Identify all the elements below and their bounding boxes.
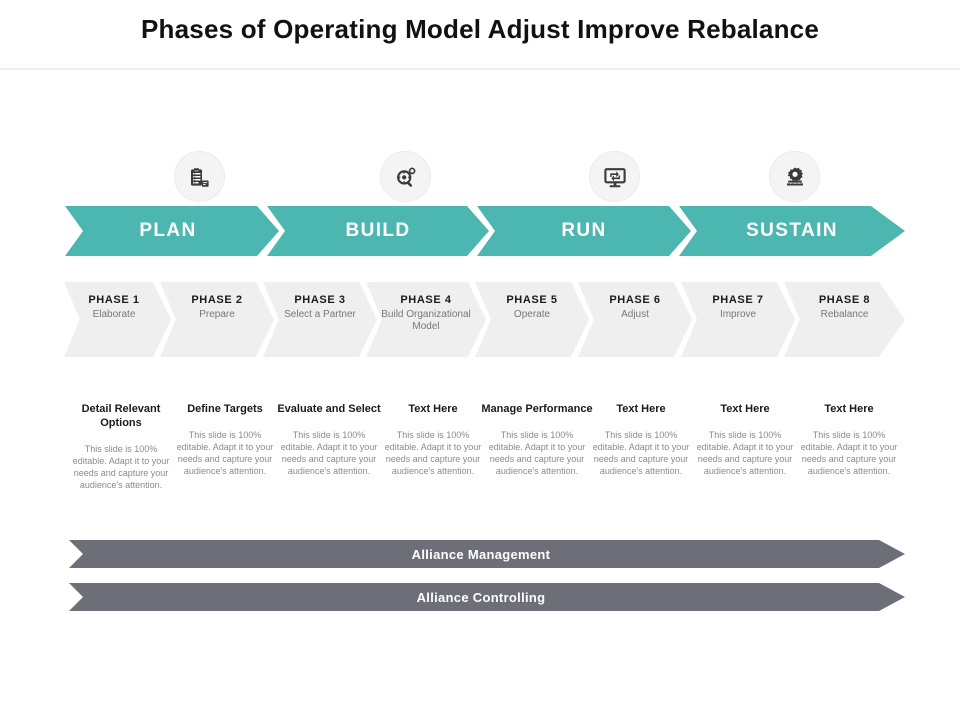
- detail-row: Detail Relevant Options This slide is 10…: [57, 402, 905, 512]
- gear-platform-icon: [769, 151, 820, 202]
- detail-heading: Detail Relevant Options: [81, 403, 161, 429]
- detail-body: This slide is 100% editable. Adapt it to…: [72, 444, 170, 490]
- phase-item-8[interactable]: PHASE 8 Rebalance: [784, 282, 905, 357]
- detail-body: This slide is 100% editable. Adapt it to…: [696, 430, 794, 476]
- alliance-management-bar[interactable]: Alliance Management: [57, 540, 905, 568]
- detail-body: This slide is 100% editable. Adapt it to…: [488, 430, 586, 476]
- phase-name: Elaborate: [92, 309, 136, 320]
- phase-item-4[interactable]: PHASE 4 Build Organizational Model: [366, 282, 486, 357]
- phase-number: PHASE 3: [294, 294, 346, 306]
- detail-heading: Text Here: [824, 403, 874, 415]
- phase-name: Prepare: [199, 309, 235, 320]
- stage-label: RUN: [561, 220, 607, 241]
- detail-column: Text Here This slide is 100% editable. A…: [377, 402, 489, 477]
- stage-sustain[interactable]: SUSTAIN: [679, 206, 905, 256]
- phase-number: PHASE 5: [506, 294, 558, 306]
- detail-heading: Evaluate and Select: [277, 403, 381, 415]
- detail-column: Manage Performance This slide is 100% ed…: [481, 402, 593, 477]
- phase-item-7[interactable]: PHASE 7 Improve: [681, 282, 795, 357]
- phase-number: PHASE 6: [609, 294, 661, 306]
- stage-build[interactable]: BUILD: [267, 206, 489, 256]
- detail-body: This slide is 100% editable. Adapt it to…: [176, 430, 274, 476]
- phase-name: Select a Partner: [284, 309, 356, 320]
- magnifier-gear-icon: [380, 151, 431, 202]
- detail-body: This slide is 100% editable. Adapt it to…: [592, 430, 690, 476]
- detail-column: Detail Relevant Options This slide is 10…: [65, 402, 177, 491]
- phase-name: Rebalance: [820, 309, 869, 320]
- phase-band: PHASE 1 Elaborate PHASE 2 Prepare PHASE …: [57, 282, 905, 357]
- detail-column: Text Here This slide is 100% editable. A…: [689, 402, 801, 477]
- phase-number: PHASE 4: [400, 294, 452, 306]
- stage-label: BUILD: [345, 220, 411, 241]
- detail-body: This slide is 100% editable. Adapt it to…: [800, 430, 898, 476]
- detail-heading: Define Targets: [187, 403, 263, 415]
- icon-row: [60, 151, 905, 203]
- detail-column: Evaluate and Select This slide is 100% e…: [273, 402, 385, 477]
- stage-band: PLAN BUILD RUN SUSTAIN: [57, 206, 905, 256]
- detail-heading: Manage Performance: [481, 403, 593, 415]
- detail-column: Define Targets This slide is 100% editab…: [169, 402, 281, 477]
- detail-body: This slide is 100% editable. Adapt it to…: [280, 430, 378, 476]
- phase-item-6[interactable]: PHASE 6 Adjust: [578, 282, 692, 357]
- clipboard-checklist-icon: [174, 151, 225, 202]
- detail-column: Text Here This slide is 100% editable. A…: [585, 402, 697, 477]
- stage-label: PLAN: [139, 220, 197, 241]
- phase-item-3[interactable]: PHASE 3 Select a Partner: [263, 282, 377, 357]
- title-divider: [0, 68, 960, 70]
- detail-column: Text Here This slide is 100% editable. A…: [793, 402, 905, 477]
- stage-plan[interactable]: PLAN: [57, 206, 279, 256]
- phase-number: PHASE 8: [818, 294, 871, 306]
- stage-run[interactable]: RUN: [477, 206, 691, 256]
- bar-label: Alliance Management: [411, 546, 551, 562]
- phase-item-1[interactable]: PHASE 1 Elaborate: [57, 282, 171, 357]
- page-title: Phases of Operating Model Adjust Improve…: [141, 14, 819, 44]
- phase-number: PHASE 7: [712, 294, 764, 306]
- stage-label: SUSTAIN: [746, 220, 838, 241]
- phase-item-2[interactable]: PHASE 2 Prepare: [160, 282, 274, 357]
- phase-item-5[interactable]: PHASE 5 Operate: [475, 282, 589, 357]
- detail-heading: Text Here: [616, 403, 666, 415]
- phase-name: Improve: [719, 309, 757, 320]
- alliance-controlling-bar[interactable]: Alliance Controlling: [57, 583, 905, 611]
- detail-heading: Text Here: [720, 403, 770, 415]
- monitor-sync-icon: [589, 151, 640, 202]
- phase-name: Build Organizational Model: [381, 309, 471, 332]
- bar-label: Alliance Controlling: [416, 589, 546, 605]
- detail-body: This slide is 100% editable. Adapt it to…: [384, 430, 482, 476]
- detail-heading: Text Here: [408, 403, 458, 415]
- phase-name: Operate: [513, 309, 551, 320]
- phase-number: PHASE 1: [88, 294, 140, 306]
- phase-name: Adjust: [621, 309, 649, 320]
- phase-number: PHASE 2: [191, 294, 243, 306]
